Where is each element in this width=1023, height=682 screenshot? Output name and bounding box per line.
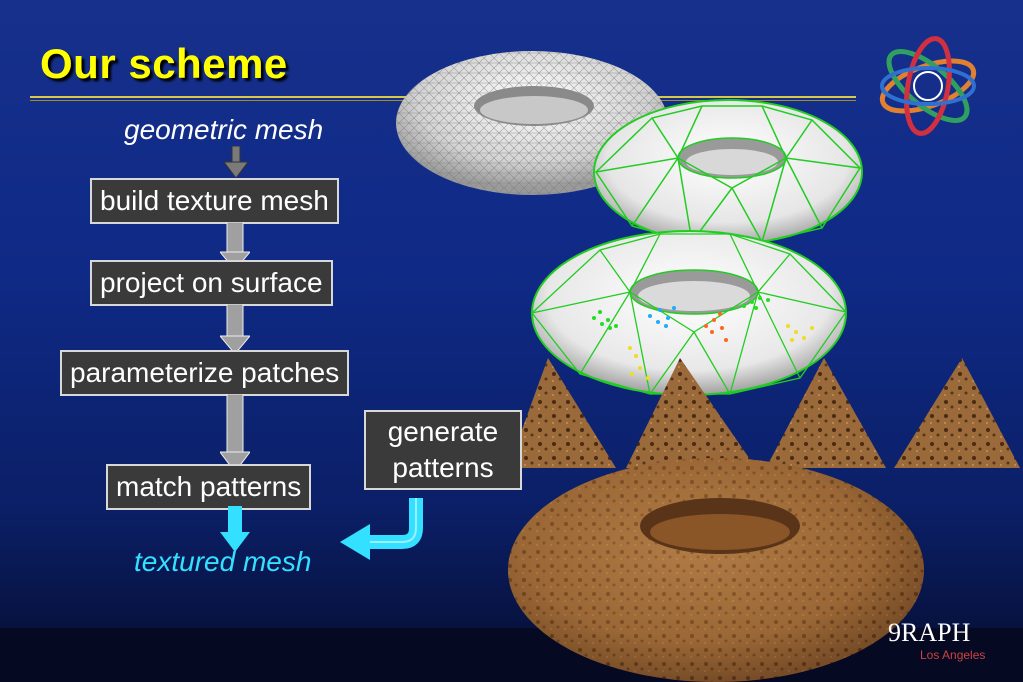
step-build-texture-mesh: build texture mesh — [90, 178, 339, 224]
side-step-line-2: patterns — [392, 452, 494, 483]
corner-logo-sub: Los Angeles — [920, 648, 986, 662]
side-step-line-1: generate — [387, 416, 499, 447]
step-project-on-surface: project on surface — [90, 260, 333, 306]
step-parameterize-patches: parameterize patches — [60, 350, 350, 396]
corner-logo-text: 9RAPH — [888, 618, 970, 648]
input-label: geometric mesh — [124, 114, 324, 145]
textured-torus — [508, 458, 924, 682]
arrow-step3-to-step4 — [220, 394, 250, 473]
step-match-patterns: match patterns — [106, 464, 312, 510]
slide-title: Our scheme — [40, 40, 288, 87]
texture-triangle — [508, 358, 1020, 468]
arrow-step2-to-step3 — [220, 304, 250, 355]
green-mesh-torus — [593, 99, 863, 245]
output-label: textured mesh — [134, 546, 312, 577]
corner-logo-glyph: 9 — [888, 618, 901, 647]
siggraph-logo-icon — [879, 36, 977, 136]
corner-logo-word: RAPH — [901, 618, 971, 647]
arrow-input-to-step1 — [224, 146, 248, 179]
side-step-generate-patterns: generate patterns — [364, 410, 522, 490]
arrow-generate-to-output — [340, 498, 423, 560]
arrow-match-to-output — [220, 506, 250, 552]
